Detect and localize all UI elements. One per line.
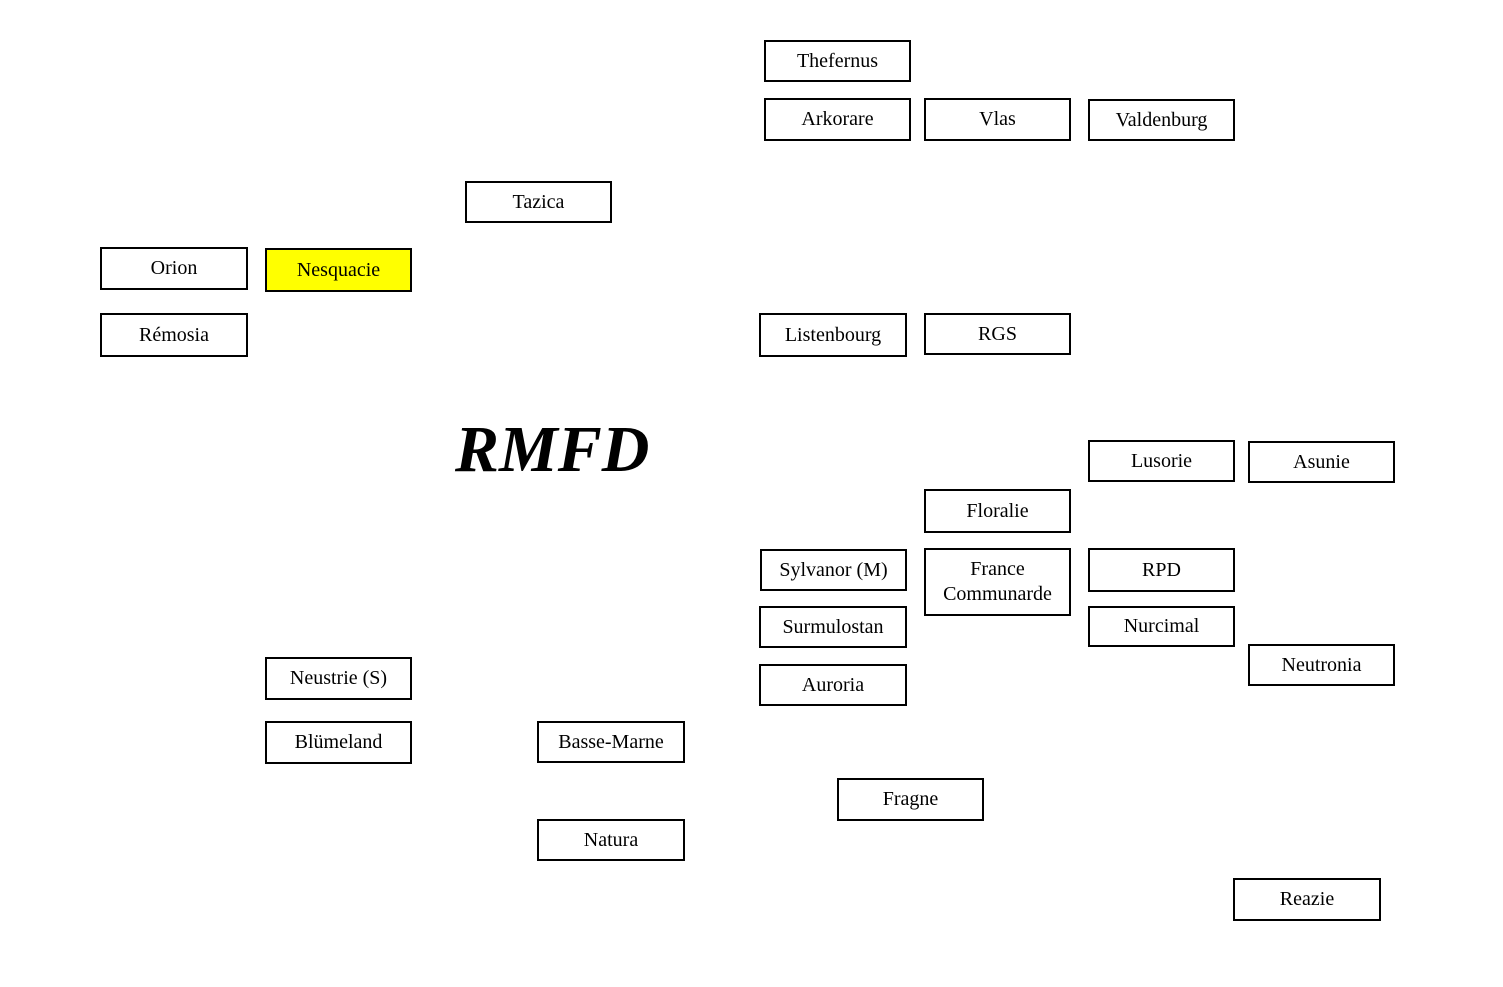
node-surmulostan: Surmulostan <box>759 606 907 648</box>
node-remosia: Rémosia <box>100 313 248 357</box>
node-auroria: Auroria <box>759 664 907 706</box>
node-neutronia: Neutronia <box>1248 644 1395 686</box>
node-vlas: Vlas <box>924 98 1071 141</box>
node-rpd: RPD <box>1088 548 1235 592</box>
node-natura: Natura <box>537 819 685 861</box>
node-france-communarde-line2: Communarde <box>943 583 1052 605</box>
node-thefernus: Thefernus <box>764 40 911 82</box>
node-blumeland: Blümeland <box>265 721 412 764</box>
node-fragne: Fragne <box>837 778 984 821</box>
node-reazie: Reazie <box>1233 878 1381 921</box>
node-asunie: Asunie <box>1248 441 1395 483</box>
node-rgs: RGS <box>924 313 1071 355</box>
node-tazica: Tazica <box>465 181 612 223</box>
node-listenbourg: Listenbourg <box>759 313 907 357</box>
node-valdenburg: Valdenburg <box>1088 99 1235 141</box>
node-orion: Orion <box>100 247 248 290</box>
diagram-title: RMFD <box>455 413 650 486</box>
node-neustrie: Neustrie (S) <box>265 657 412 700</box>
node-nesquacie-highlighted: Nesquacie <box>265 248 412 292</box>
node-arkorare: Arkorare <box>764 98 911 141</box>
node-lusorie: Lusorie <box>1088 440 1235 482</box>
node-sylvanor: Sylvanor (M) <box>760 549 907 591</box>
node-france-communarde: France Communarde <box>924 548 1071 616</box>
node-france-communarde-line1: France <box>970 558 1025 580</box>
node-nurcimal: Nurcimal <box>1088 606 1235 647</box>
node-basse-marne: Basse-Marne <box>537 721 685 763</box>
node-floralie: Floralie <box>924 489 1071 533</box>
